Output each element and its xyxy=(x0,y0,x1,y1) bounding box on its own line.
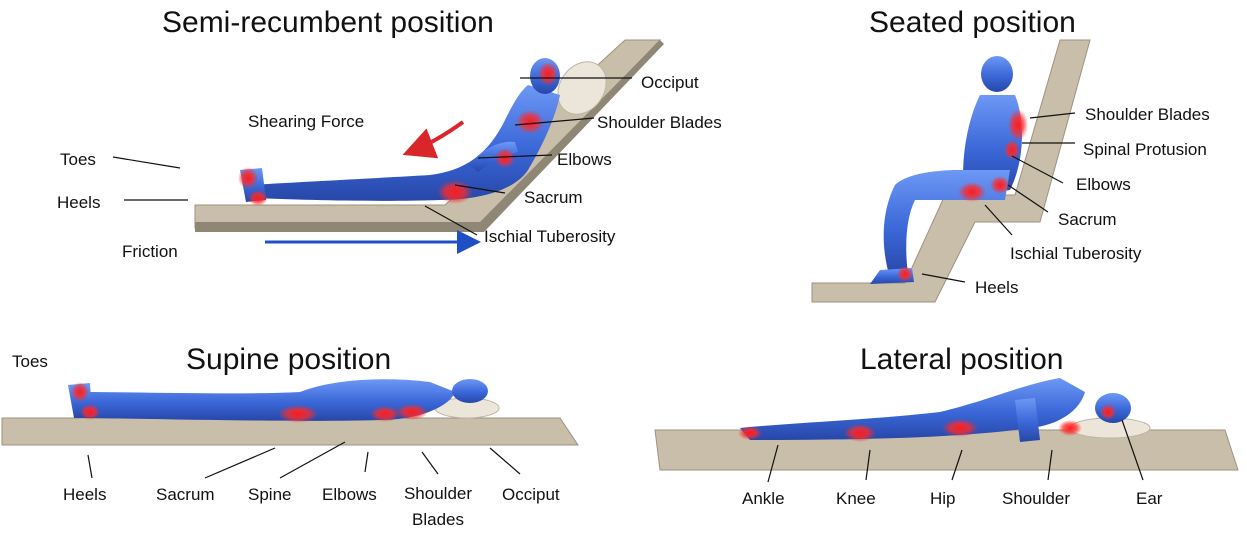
seated-label-elbows: Elbows xyxy=(1076,175,1131,195)
semi-label-shearing-force: Shearing Force xyxy=(248,112,364,132)
supine-panel xyxy=(2,379,578,478)
semi-recumbent-title: Semi-recumbent position xyxy=(162,6,494,40)
seated-label-spinal-protusion: Spinal Protusion xyxy=(1083,140,1207,160)
semi-recumbent-panel xyxy=(113,40,664,242)
lateral-label-shoulder: Shoulder xyxy=(1002,489,1070,509)
seated-label-shoulder-blades: Shoulder Blades xyxy=(1085,105,1210,125)
lateral-label-ankle: Ankle xyxy=(742,489,785,509)
lateral-label-ear: Ear xyxy=(1136,489,1162,509)
supine-label-shoulder-blades: Shoulder Blades xyxy=(398,481,478,533)
semi-label-heels: Heels xyxy=(57,193,100,213)
supine-label-elbows: Elbows xyxy=(322,485,377,505)
supine-label-heels: Heels xyxy=(63,485,106,505)
seated-label-ischial: Ischial Tuberosity xyxy=(1010,244,1141,264)
lateral-title: Lateral position xyxy=(860,343,1063,377)
supine-label-sacrum: Sacrum xyxy=(156,485,215,505)
seated-label-heels: Heels xyxy=(975,278,1018,298)
seated-title: Seated position xyxy=(869,6,1076,40)
semi-label-friction: Friction xyxy=(122,242,178,262)
semi-label-toes: Toes xyxy=(60,150,96,170)
seated-label-sacrum: Sacrum xyxy=(1058,210,1117,230)
lateral-label-hip: Hip xyxy=(930,489,956,509)
semi-label-elbows: Elbows xyxy=(557,150,612,170)
supine-label-spine: Spine xyxy=(248,485,291,505)
supine-label-toes: Toes xyxy=(12,352,48,372)
semi-label-occiput: Occiput xyxy=(641,73,699,93)
lateral-panel xyxy=(655,378,1238,482)
supine-leader-lines xyxy=(88,442,520,478)
semi-label-sacrum: Sacrum xyxy=(524,188,583,208)
lateral-label-knee: Knee xyxy=(836,489,876,509)
semi-label-ischial: Ischial Tuberosity xyxy=(484,227,615,247)
supine-title: Supine position xyxy=(186,343,391,377)
shearing-force-arrow xyxy=(410,122,463,152)
semi-label-shoulder-blades: Shoulder Blades xyxy=(597,113,722,133)
supine-label-occiput: Occiput xyxy=(502,485,560,505)
